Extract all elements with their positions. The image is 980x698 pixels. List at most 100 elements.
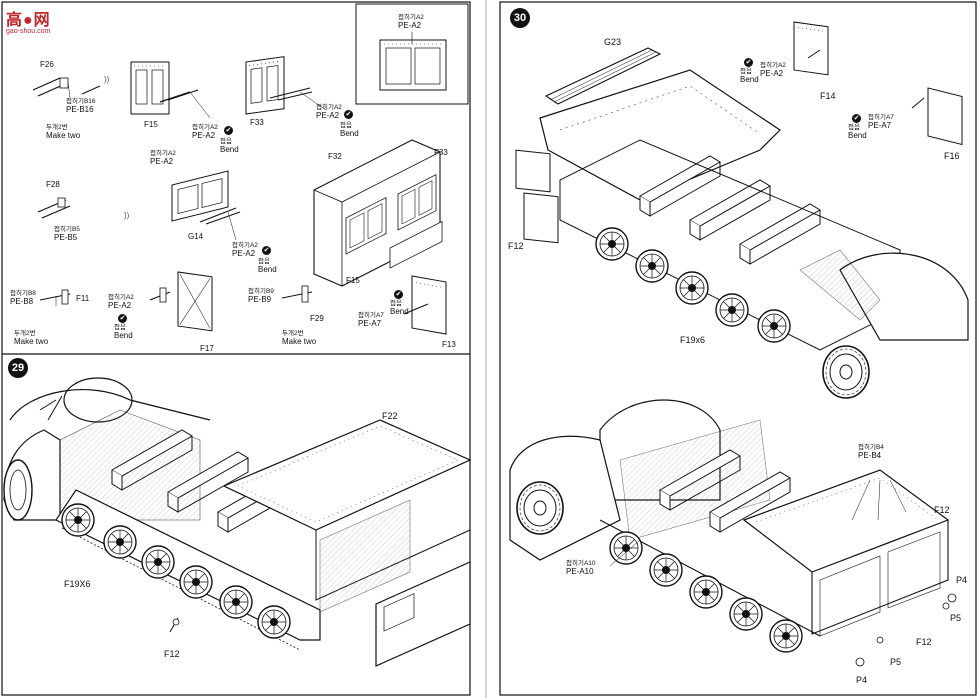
inset-ko: 접히기A2 bbox=[398, 14, 424, 21]
bend-ko: 접음 bbox=[258, 258, 270, 265]
callout-pe-b9: 접히기B9 PE-B9 bbox=[248, 288, 274, 304]
callout-ko: 접히기B9 bbox=[248, 288, 274, 295]
note-ko: 두개2번 bbox=[14, 330, 36, 337]
callout-ko: 접히기B8 bbox=[10, 290, 36, 297]
label-g23: G23 bbox=[604, 37, 622, 47]
callout-ko: 접히기B4 bbox=[858, 444, 884, 451]
callout-pe-b5: 접히기B5 PE-B5 bbox=[54, 226, 80, 242]
bend-ko: 접음 bbox=[740, 68, 752, 75]
label-f11: F11 bbox=[76, 294, 90, 303]
callout-pe: PE-A2 bbox=[108, 301, 132, 310]
label-p5-bottom: P5 bbox=[890, 657, 902, 667]
check-icon: ✔ bbox=[852, 114, 861, 123]
note-ko: 두개2번 bbox=[46, 124, 68, 131]
callout-pe: PE-A2 bbox=[232, 249, 256, 258]
bend-note-f13: 접음 Bend bbox=[390, 300, 409, 316]
note-text: Make two bbox=[14, 337, 49, 346]
callout-pe: PE-A2 bbox=[192, 131, 216, 140]
inset-callout: 접히기A2 PE-A2 bbox=[398, 14, 424, 30]
callout-ko: 접히기A2 bbox=[108, 294, 134, 301]
bend-note-f15: 접음 Bend bbox=[220, 138, 239, 154]
bend-ko: 접음 bbox=[114, 324, 126, 331]
label-f19x6-step30: F19x6 bbox=[680, 335, 706, 345]
callout-pe-a7-f16: 접히기A7 PE-A7 bbox=[868, 114, 894, 130]
check-icon: ✔ bbox=[118, 314, 127, 323]
bend-text: Bend bbox=[848, 131, 867, 140]
step-number-30: 30 bbox=[510, 8, 530, 28]
check-icon: ✔ bbox=[224, 126, 233, 135]
callout-ko: 접히기A7 bbox=[358, 312, 384, 319]
label-f28: F28 bbox=[46, 180, 60, 189]
svg-text:)): )) bbox=[124, 211, 130, 220]
callout-pe-a2-f14: 접히기A2 PE-A2 bbox=[760, 62, 786, 78]
bend-text: Bend bbox=[390, 307, 409, 316]
callout-pe: PE-B5 bbox=[54, 233, 78, 242]
bend-text: Bend bbox=[340, 129, 359, 138]
label-f15-top: F15 bbox=[144, 120, 158, 129]
label-f12-step30-bottom: F12 bbox=[916, 637, 932, 647]
callout-pe: PE-A7 bbox=[358, 319, 382, 328]
svg-text:)): )) bbox=[104, 75, 110, 84]
label-p4-bottom: P4 bbox=[856, 675, 868, 685]
check-icon: ✔ bbox=[744, 58, 753, 67]
label-g14: G14 bbox=[188, 232, 204, 241]
label-f12-step29: F12 bbox=[164, 649, 180, 659]
callout-pe-a2-g14: 접히기A2 PE-A2 bbox=[232, 242, 258, 258]
check-icon: ✔ bbox=[262, 246, 271, 255]
note-make-two-f26: 두개2번 Make two bbox=[46, 124, 80, 140]
note-ko: 두개2번 bbox=[282, 330, 304, 337]
bend-text: Bend bbox=[114, 331, 133, 340]
bend-text: Bend bbox=[740, 75, 759, 84]
callout-ko: 접히기B5 bbox=[54, 226, 80, 233]
label-f17: F17 bbox=[200, 344, 214, 353]
label-f29: F29 bbox=[310, 314, 324, 323]
callout-ko: 접히기A2 bbox=[192, 124, 218, 131]
label-f33-side: F33 bbox=[434, 148, 448, 157]
label-f16: F16 bbox=[944, 151, 960, 161]
note-text: Make two bbox=[282, 337, 317, 346]
watermark-logo: 高●网 bbox=[6, 12, 51, 29]
callout-pe-a7-f13: 접히기A7 PE-A7 bbox=[358, 312, 384, 328]
callout-pe: PE-A10 bbox=[566, 567, 594, 576]
label-f14: F14 bbox=[820, 91, 836, 101]
callout-ko: 접히기B16 bbox=[66, 98, 96, 105]
label-f32: F32 bbox=[328, 152, 342, 161]
callout-ko: 접히기A2 bbox=[316, 104, 342, 111]
callout-ko: 접히기A10 bbox=[566, 560, 596, 567]
step-number-29: 29 bbox=[8, 358, 28, 378]
callout-ko: 접히기A7 bbox=[868, 114, 894, 121]
label-f12-step30: F12 bbox=[508, 241, 524, 251]
callout-ko: 접히기A2 bbox=[150, 150, 176, 157]
callout-pe-b16: 접히기B16 PE-B16 bbox=[66, 98, 96, 114]
note-make-two-f11: 두개2번 Make two bbox=[14, 330, 48, 346]
note-text: Make two bbox=[46, 131, 81, 140]
callout-pe: PE-A2 bbox=[316, 111, 340, 120]
callout-pe-b4: 접히기B4 PE-B4 bbox=[858, 444, 884, 460]
bend-ko: 접음 bbox=[390, 300, 402, 307]
bend-ko: 접음 bbox=[340, 122, 352, 129]
callout-pe-a2-f15: 접히기A2 PE-A2 bbox=[192, 124, 218, 140]
check-icon: ✔ bbox=[344, 110, 353, 119]
watermark-url: gao-shou.com bbox=[6, 28, 51, 35]
label-f33-top: F33 bbox=[250, 118, 264, 127]
bend-text: Bend bbox=[258, 265, 277, 274]
callout-pe-b8: 접히기B8 PE-B8 bbox=[10, 290, 36, 306]
callout-pe: PE-B16 bbox=[66, 105, 94, 114]
label-f12-step30-right: F12 bbox=[934, 505, 950, 515]
callout-pe: PE-B9 bbox=[248, 295, 272, 304]
bend-ko: 접음 bbox=[220, 138, 232, 145]
bend-text: Bend bbox=[220, 145, 239, 154]
label-f22: F22 bbox=[382, 411, 398, 421]
callout-pe: PE-A2 bbox=[760, 69, 784, 78]
callout-pe: PE-A2 bbox=[150, 157, 174, 166]
callout-pe: PE-B8 bbox=[10, 297, 34, 306]
note-make-two-f29: 두개2번 Make two bbox=[282, 330, 316, 346]
callout-ko: 접히기A2 bbox=[232, 242, 258, 249]
label-p5-right: P5 bbox=[950, 613, 962, 623]
callout-ko: 접히기A2 bbox=[760, 62, 786, 69]
inset-part: PE-A2 bbox=[398, 21, 422, 30]
bend-note-f17: 접음 Bend bbox=[114, 324, 133, 340]
callout-pe-a10: 접히기A10 PE-A10 bbox=[566, 560, 596, 576]
